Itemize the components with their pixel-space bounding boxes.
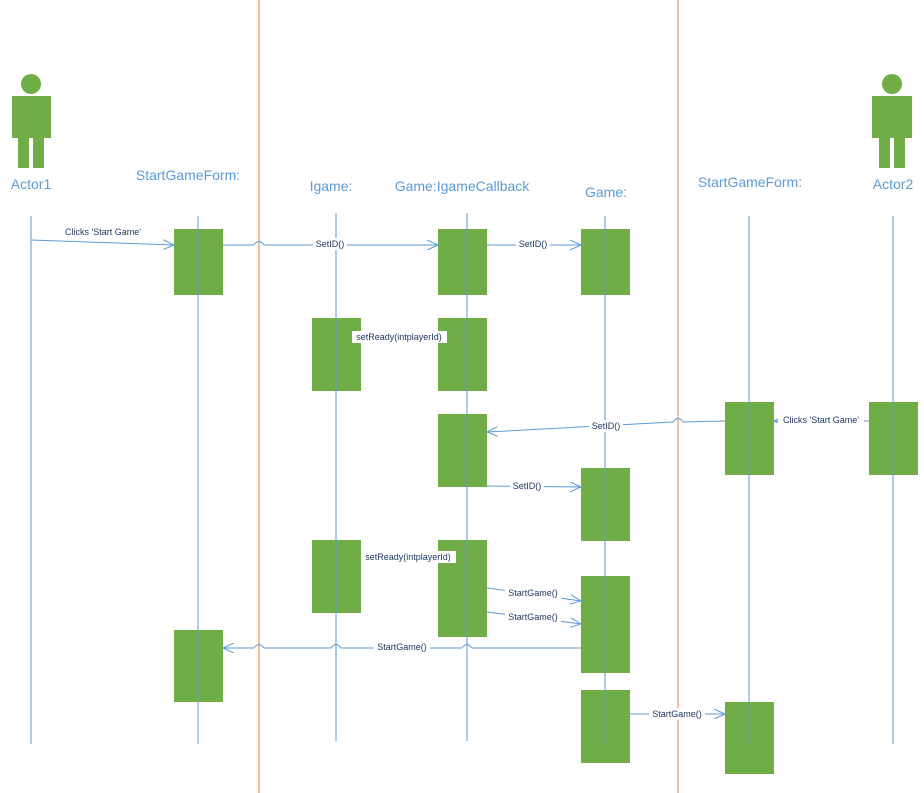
header-actor2: Actor2: [873, 176, 914, 192]
message-label: Clicks 'Start Game': [783, 415, 859, 425]
message-label: StartGame(): [377, 642, 427, 652]
activation-box: [438, 414, 487, 487]
message-label: SetID(): [519, 239, 548, 249]
message-label: SetID(): [592, 421, 621, 431]
header-startgameform-2: StartGameForm:: [698, 174, 802, 190]
message-arrow: [30, 239, 174, 245]
header-actor1: Actor1: [11, 176, 52, 192]
header-game-igamecallback: Game:IgameCallback: [395, 178, 531, 194]
actor1-figure: [12, 74, 51, 168]
activation-box: [438, 318, 487, 391]
header-game: Game:: [585, 184, 627, 200]
actor2-figure: [872, 74, 912, 168]
header-startgameform-1: StartGameForm:: [136, 167, 240, 183]
message-label: StartGame(): [508, 588, 558, 598]
message-label: StartGame(): [652, 709, 702, 719]
message-arrow: [223, 242, 438, 246]
message-label: setReady(intplayerId): [365, 552, 451, 562]
message-label: Clicks 'Start Game': [65, 227, 141, 237]
message-arrow: [487, 418, 726, 433]
message-label: SetID(): [513, 481, 542, 491]
message-arrow: [223, 645, 581, 649]
header-igame: Igame:: [310, 178, 353, 194]
message-label: StartGame(): [508, 612, 558, 622]
message-label: SetID(): [316, 239, 345, 249]
message-label: setReady(intplayerId): [356, 332, 442, 342]
activation-box: [438, 229, 487, 295]
